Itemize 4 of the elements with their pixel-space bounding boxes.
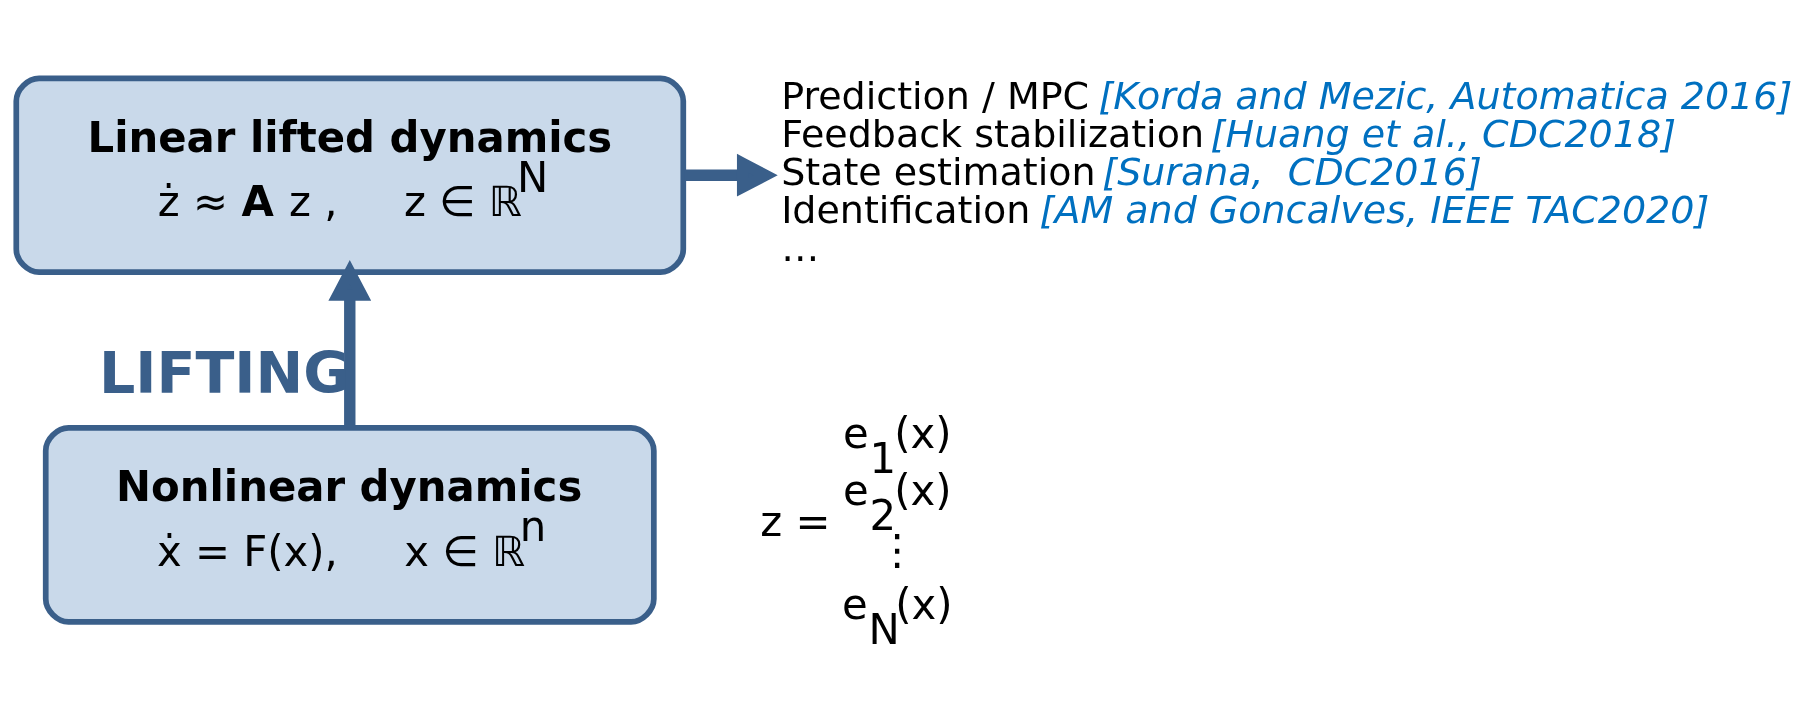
- arrow: [684, 153, 778, 197]
- node-text: Prediction / MPC [Korda and Mezic, Automatica 2016] Feedback stabilization [Huang et al., CDC2018] State estimation [Surana, CDC2016] Identification [AM and Goncalves, IEEE TAC2020] …: [781, 73, 1793, 270]
- label: z =: [760, 496, 831, 546]
- arrow: [328, 259, 372, 428]
